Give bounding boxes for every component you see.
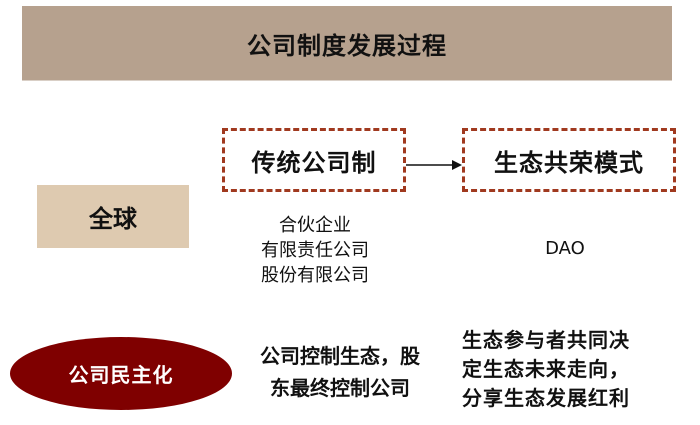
header-bar: 公司制度发展过程	[22, 6, 672, 81]
company-type-item: 股份有限公司	[261, 265, 369, 286]
description-line: 东最终控制公司	[270, 376, 410, 400]
ecosystem-type-dao: DAO	[545, 238, 585, 259]
traditional-description: 公司控制生态，股 东最终控制公司	[240, 340, 440, 404]
democratization-label: 公司民主化	[68, 363, 174, 387]
traditional-company-title: 传统公司制	[251, 148, 377, 177]
ecosystem-description: 生态参与者共同决 定生态未来走向， 分享生态发展红利	[462, 326, 682, 413]
arrow-right-icon	[406, 160, 462, 170]
global-label-box: 全球	[37, 185, 189, 248]
page-title: 公司制度发展过程	[247, 31, 447, 60]
company-type-item: 有限责任公司	[261, 240, 369, 261]
description-line: 定生态未来走向，	[462, 357, 630, 381]
ecosystem-model-title: 生态共荣模式	[494, 148, 644, 177]
democratization-ellipse: 公司民主化	[10, 337, 232, 410]
traditional-company-types: 合伙企业 有限责任公司 股份有限公司	[225, 213, 405, 288]
company-type-item: 合伙企业	[279, 215, 351, 236]
description-line: 生态参与者共同决	[462, 328, 630, 352]
traditional-company-box: 传统公司制	[222, 128, 406, 192]
ecosystem-model-box: 生态共荣模式	[462, 128, 676, 192]
description-line: 公司控制生态，股	[260, 344, 420, 368]
global-label: 全球	[89, 205, 137, 233]
description-line: 分享生态发展红利	[462, 386, 630, 410]
